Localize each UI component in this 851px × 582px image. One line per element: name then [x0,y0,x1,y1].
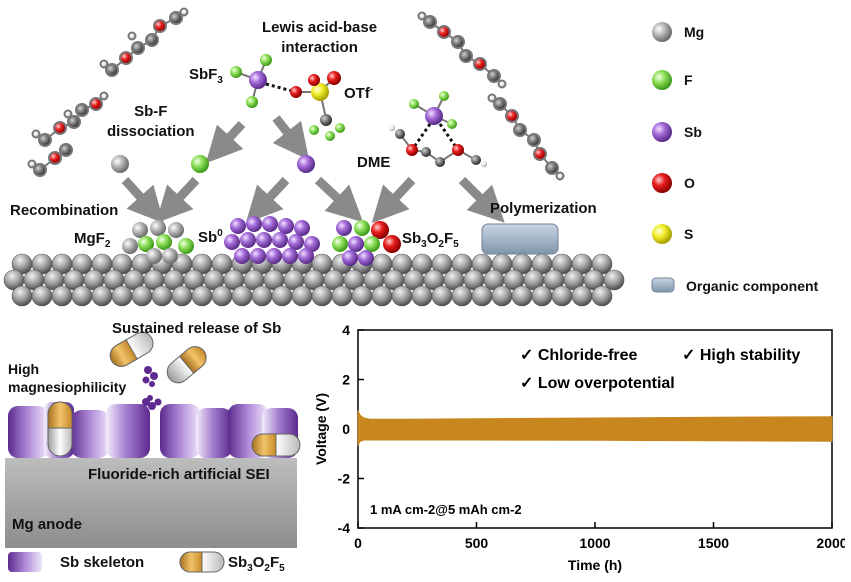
mg-substrate-atoms [3,253,625,307]
x-tick-label: 500 [465,535,489,551]
x-tick-label: 1000 [579,535,610,551]
sb0-cluster [224,216,320,264]
y-tick-label: -2 [338,471,351,487]
embedded-capsule-vertical [47,401,73,457]
dme-label: DME [357,154,391,171]
free-f-atom [191,155,209,173]
legend-markers [651,22,675,293]
mg-anode-block [5,458,297,548]
sei-label: Fluoride-rich artificial SEI [88,466,270,483]
legend-item-organic-component: Organic component [686,278,819,294]
chart-annotation: ✓ High stability [682,347,800,364]
sb-skeleton-legend-swatch [8,552,42,572]
embedded-capsule-horizontal [251,433,301,457]
x-axis-label: Time (h) [568,557,622,573]
releasing-capsule-orange [109,331,154,367]
recombination-label: Recombination [10,202,119,219]
lewis-interaction-label: Lewis acid-base interaction [262,19,378,56]
sbf3-label: SbF3 [189,66,223,86]
sb-skeleton-legend-label: Sb skeleton [60,554,145,571]
sei-schematic [5,331,301,573]
y-tick-label: 4 [342,322,350,338]
y-axis-label: Voltage (V) [313,393,329,465]
process-arrows [121,115,505,224]
dme-chain-top-right [417,11,507,89]
legend-item-f: F [684,72,693,88]
sb3o2f5-label: Sb3O2F5 [402,230,459,250]
voltage-profile-band [357,410,833,447]
legend-item-sb: Sb [684,124,702,140]
sb0-label: Sb0 [198,228,223,246]
x-tick-label: 2000 [816,535,845,551]
chart-annotation: ✓ Low overpotential [520,375,675,392]
mechanism-diagram [3,7,675,307]
otf-label: OTf- [344,84,374,102]
mg-anode-label: Mg anode [12,516,82,533]
y-tick-label: -4 [338,520,351,536]
legend-item-o: O [684,175,695,191]
sb-f-dissociation-label: Sb-F dissociation [107,103,195,140]
legend-item-s: S [684,226,694,242]
chart-annotation: ✓ Chloride-free [520,347,638,364]
dme-chain-right [487,93,565,181]
released-sb-particles [142,366,162,410]
sb3o2f5-legend-capsule [179,551,225,573]
dme-chain-left [27,91,109,177]
sbf3-dme-complex [389,91,487,167]
test-condition-label: 1 mA cm-2@5 mAh cm-2 [370,502,522,517]
sb3o2f5-legend-label: Sb3O2F5 [228,554,285,574]
y-tick-label: 2 [342,372,350,388]
organic-component-slab [481,223,559,255]
y-tick-label: 0 [342,421,350,437]
polymerization-label: Polymerization [490,200,597,217]
high-magnesiophilicity-label: High magnesiophilicity [8,361,127,395]
sb3o2f5-cluster [332,220,401,266]
x-tick-label: 0 [354,535,362,551]
mgf2-cluster [122,220,194,264]
free-mg-atom [111,155,129,173]
sustained-release-label: Sustained release of Sb [112,320,282,337]
dme-chain-top-left [99,7,189,77]
legend-item-mg: Mg [684,24,705,40]
x-tick-label: 1500 [698,535,729,551]
free-sb-atom [297,155,315,173]
sbf3-otf-complex [230,54,345,141]
mgf2-label: MgF2 [74,230,111,250]
releasing-capsule-white [166,346,207,384]
